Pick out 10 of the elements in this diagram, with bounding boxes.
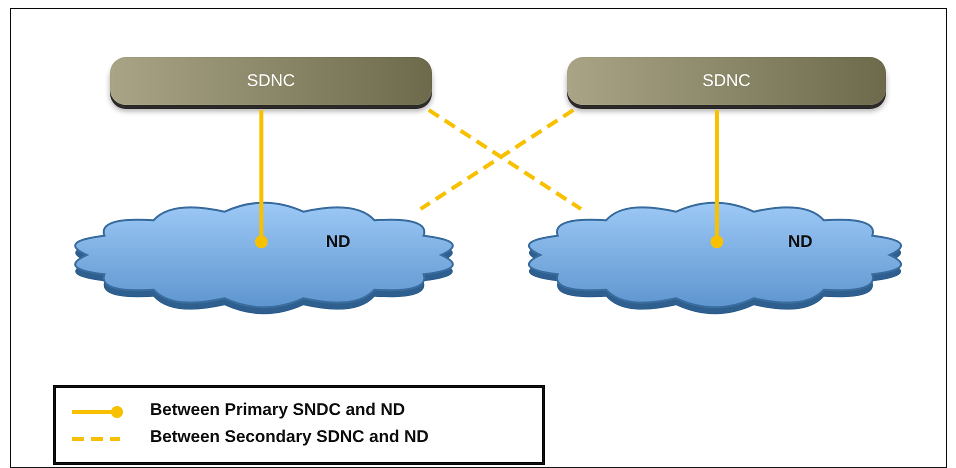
controller-box [567, 57, 886, 105]
legend-label: Between Secondary SDNC and ND [150, 427, 429, 447]
connector [710, 110, 724, 248]
controller-label: SDNC [246, 71, 296, 91]
controller-label: SDNC [702, 71, 751, 91]
controller-box [110, 57, 432, 105]
legend-label: Between Primary SNDC and ND [150, 400, 406, 420]
connector [254, 110, 268, 248]
network-label: ND [788, 232, 813, 252]
network-label: ND [326, 232, 350, 252]
